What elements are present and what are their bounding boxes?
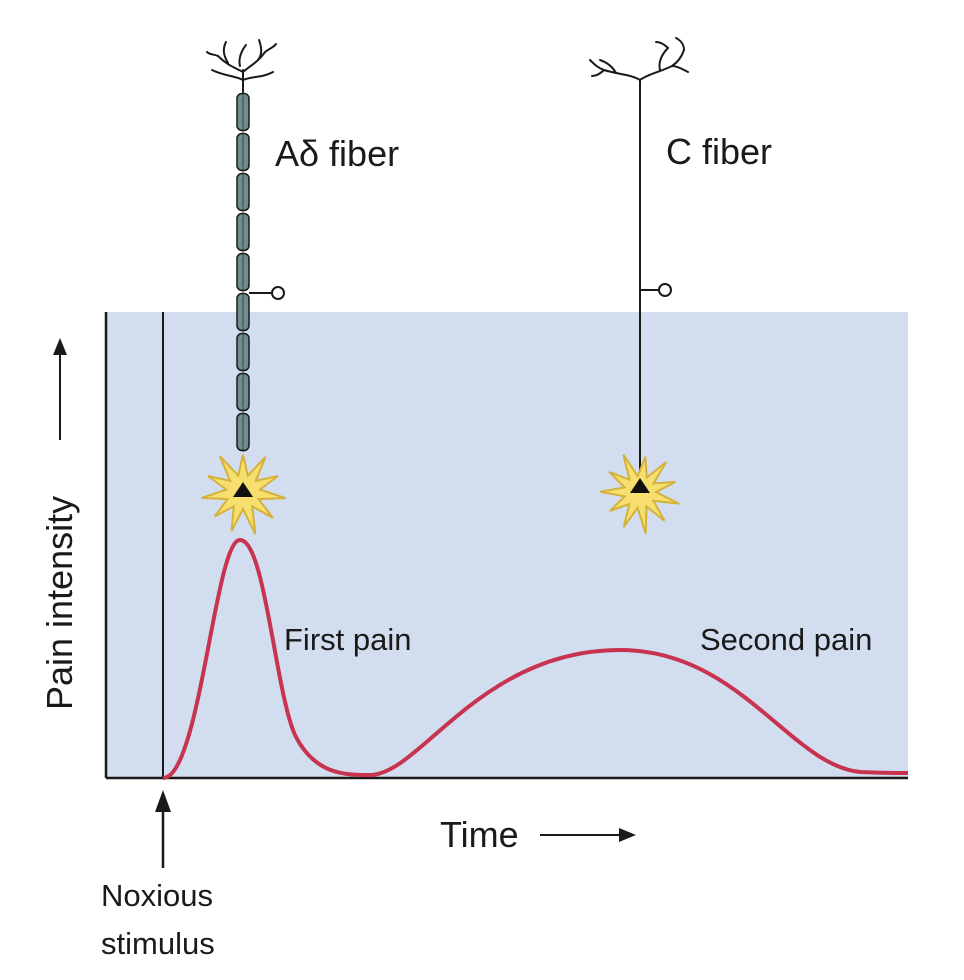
c-fiber-label: C fiber	[666, 131, 772, 172]
x-axis-label: Time	[440, 814, 519, 855]
first-pain-label: First pain	[284, 622, 411, 657]
c-fiber-terminal-triangle-icon	[630, 478, 650, 493]
a-delta-dendrites	[206, 39, 277, 93]
stimulus-label-line1: Noxious	[101, 878, 213, 913]
second-pain-label: Second pain	[700, 622, 872, 657]
a-delta-fiber-label: Aδ fiber	[275, 133, 399, 174]
a-delta-terminal-bouton	[271, 286, 285, 300]
chart-panel	[106, 312, 908, 778]
stimulus-label-line2: stimulus	[101, 926, 215, 961]
c-fiber-terminal-bouton	[658, 283, 672, 297]
stimulus-arrow-head-icon	[155, 790, 171, 812]
y-axis-label: Pain intensity	[39, 496, 80, 710]
a-delta-terminal-triangle-icon	[233, 482, 253, 497]
c-fiber-nociceptor-star-icon	[599, 454, 680, 534]
pain-curve	[162, 537, 909, 780]
c-fiber-dendrites	[589, 37, 689, 81]
x-axis-arrow-head-icon	[619, 828, 636, 842]
y-axis-arrow-head-icon	[53, 338, 67, 355]
